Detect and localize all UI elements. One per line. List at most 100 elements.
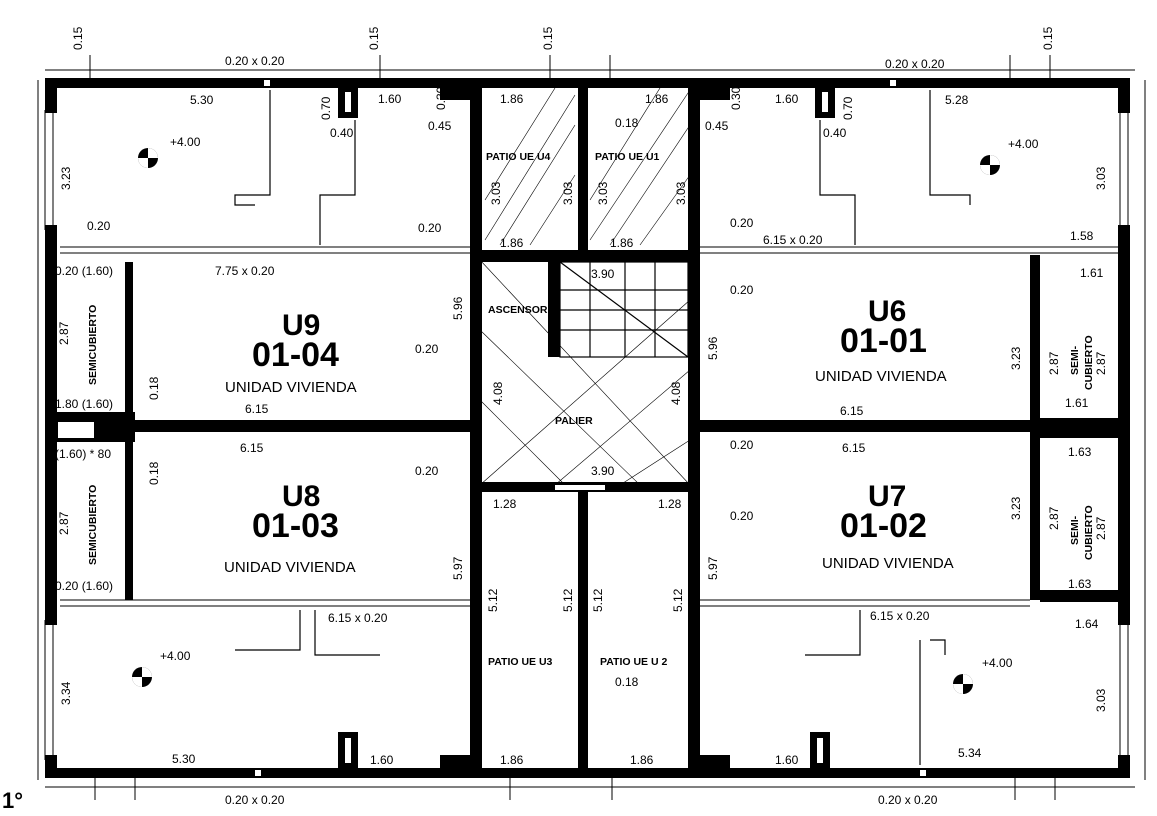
label-patio-u2: PATIO UE U 2 [600,656,667,668]
label-patio-u3: PATIO UE U3 [488,656,553,668]
dim-text: 1.86 [630,753,654,767]
dim-text: 0.20 x 0.20 [885,57,945,71]
dim-text: 0.20 [730,509,754,523]
dim-text: 6.15 [240,441,264,455]
dim-text: 2.87 [1047,351,1061,375]
label-cubierto-u7: CUBIERTO [1083,505,1095,560]
dim-text: 6.15 [245,402,269,416]
dim-text: 2.87 [1047,506,1061,530]
dim-text: 1.86 [645,92,669,106]
dim-text: 1.63 [1068,445,1092,459]
dim-text: 5.96 [451,296,465,320]
dim-text: 1.80 (1.60) [55,397,113,411]
dim-text: 5.28 [945,93,969,107]
dim-text: 3.03 [489,181,503,205]
label-semicubierto-u8: SEMICUBIERTO [87,485,99,565]
dim-text: 0.20 [730,438,754,452]
unit-u8-name: U8 [282,480,320,513]
dimension-lines [37,55,1146,800]
dim-text: 6.15 [842,441,866,455]
label-semi-u6: SEMI- [1069,345,1081,375]
dim-text: 1.63 [1068,577,1092,591]
label-cubierto-u6: CUBIERTO [1083,335,1095,390]
unit-u7-code: 01-02 [840,507,927,545]
walls [45,78,1130,778]
dim-text: 1.60 [370,753,394,767]
unit-u8: U8 01-03 UNIDAD VIVIENDA [224,480,356,576]
dim-text: 2.87 [57,511,71,535]
dim-text: 3.23 [1009,346,1023,370]
dim-text: 1.86 [500,236,524,250]
unit-u6-code: 01-01 [840,322,927,360]
dim-text: 3.03 [1094,166,1108,190]
dim-text: 0.15 [367,26,381,50]
dim-text: 0.20 [415,342,439,356]
dim-text: 2.87 [57,321,71,345]
dim-text: 0.45 [428,119,452,133]
dimension-texts-vertical: 3.23 3.03 3.34 3.03 5.96 5.96 5.97 5.97 … [57,26,1108,712]
dim-text: 0.30 [729,86,743,110]
label-patio-u4: PATIO UE U4 [486,151,551,163]
dim-text: 3.23 [59,166,73,190]
dim-text: 3.90 [591,464,615,478]
dim-text: 0.20 [87,219,111,233]
unit-u9: U9 01-04 UNIDAD VIVIENDA [225,309,357,396]
label-semicubierto-u9: SEMICUBIERTO [87,305,99,385]
level-br: +4.00 [982,656,1013,670]
dim-text: 5.34 [958,746,982,760]
unit-u9-code: 01-04 [252,336,339,374]
dim-text: 5.12 [591,588,605,612]
unit-u7-name: U7 [868,480,906,513]
stair [559,261,689,358]
label-palier: PALIER [555,415,593,427]
wall-openings [58,80,926,776]
dim-text: 0.20 [415,464,439,478]
dim-text: 3.03 [561,181,575,205]
unit-u7: U7 01-02 UNIDAD VIVIENDA [822,480,954,572]
dim-text: 0.20 (1.60) [55,579,113,593]
unit-u9-name: U9 [282,309,320,342]
dim-text: 6.15 x 0.20 [870,609,930,623]
dim-text: 6.15 x 0.20 [763,233,823,247]
unit-u8-desc: UNIDAD VIVIENDA [224,559,356,576]
dim-text: 4.08 [669,381,683,405]
unit-u8-code: 01-03 [252,507,339,545]
dim-text: 0.20 [730,216,754,230]
dim-text: 1.64 [1075,617,1099,631]
dim-text: 5.97 [706,556,720,580]
dim-text: 0.18 [147,461,161,485]
dim-text: 1.61 [1065,396,1089,410]
dim-text: 1.86 [500,92,524,106]
dim-text: 5.97 [451,556,465,580]
dim-text: 3.90 [591,267,615,281]
dim-text: 0.30 [434,86,448,110]
dim-text: (1.60) * 80 [55,447,111,461]
dim-text: 1.86 [500,753,524,767]
dim-text: 0.70 [841,96,855,120]
unit-u6-name: U6 [868,295,906,328]
dim-text: 5.12 [671,588,685,612]
dim-text: 0.18 [615,675,639,689]
dim-text: 1.58 [1070,229,1094,243]
level-marker-quads [132,148,1000,694]
dim-text: 0.15 [1041,26,1055,50]
level-tl: +4.00 [170,135,201,149]
dim-text: 0.20 [418,221,442,235]
dim-text: 0.45 [705,119,729,133]
dim-text: 1.28 [658,497,682,511]
dim-text: 5.12 [486,588,500,612]
label-ascensor: ASCENSOR [488,304,548,316]
dim-text: 3.23 [1009,496,1023,520]
dim-text: 2.87 [1094,516,1108,540]
dim-text: 0.15 [541,26,555,50]
dim-text: 0.20 x 0.20 [225,793,285,807]
dim-text: 0.40 [330,126,354,140]
level-bl: +4.00 [160,649,191,663]
unit-u7-desc: UNIDAD VIVIENDA [822,555,954,572]
dim-text: 5.96 [706,336,720,360]
dimension-texts: 0.20 x 0.20 0.20 x 0.20 0.20 x 0.20 0.20… [55,54,1104,807]
dim-text: 1.28 [493,497,517,511]
label-patio-u1: PATIO UE U1 [595,151,660,163]
dim-text: 3.03 [1094,688,1108,712]
